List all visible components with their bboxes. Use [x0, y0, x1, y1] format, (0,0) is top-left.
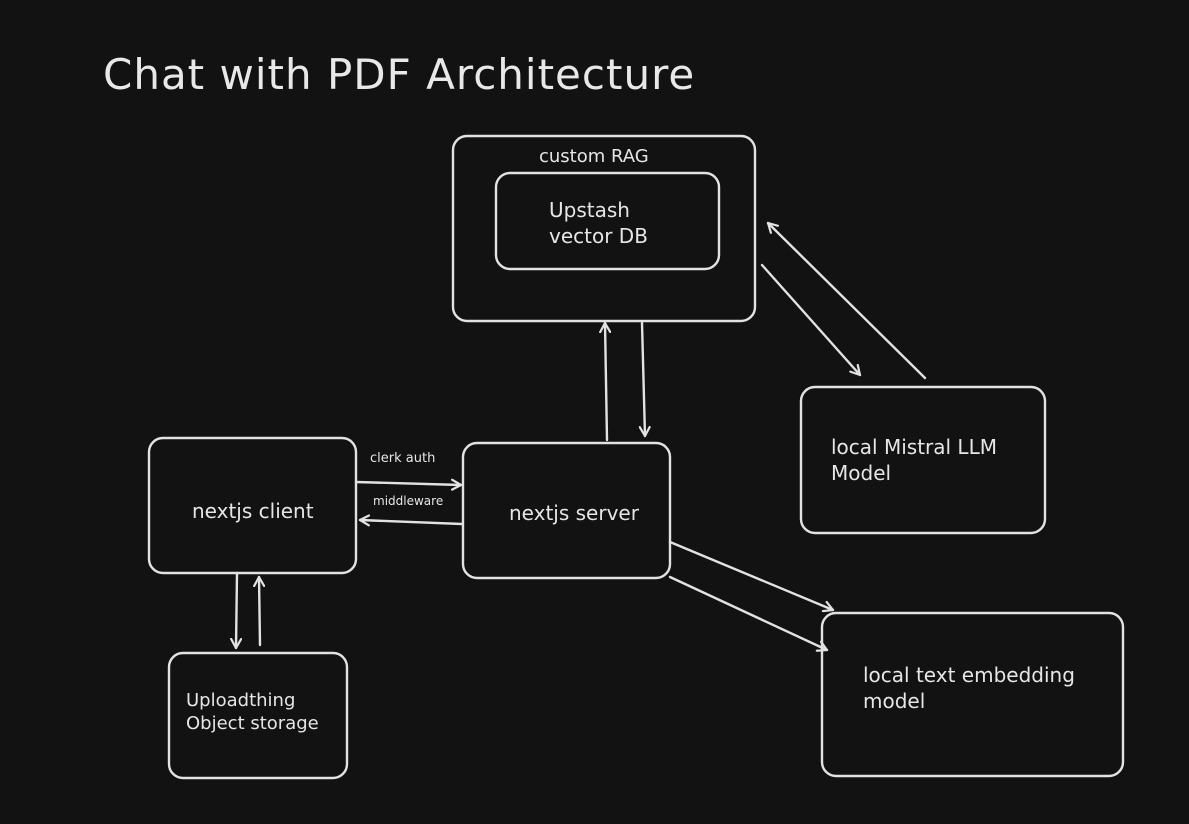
upstash-label: Upstash vector DB [549, 197, 648, 249]
mistral-label: local Mistral LLM Model [831, 434, 997, 486]
arrow-client-to-uploadthing [236, 571, 237, 650]
embedding-label: local text embedding model [863, 662, 1075, 714]
edge-label-clerk-auth: clerk auth [370, 451, 436, 466]
arrow-mistral-to-rag [766, 221, 927, 380]
uploadthing-box [167, 651, 349, 780]
mistral-label-line1: local Mistral LLM [831, 435, 997, 459]
mistral-label-line2: Model [831, 461, 892, 485]
diagram-title: Chat with PDF Architecture [103, 50, 696, 99]
arrow-client-to-server [354, 482, 463, 485]
server-label: nextjs server [509, 501, 639, 525]
uploadthing-label-line1: Uploadthing [186, 690, 296, 711]
client-label: nextjs client [192, 499, 314, 523]
arrow-uploadthing-to-client [259, 575, 260, 647]
embedding-box [820, 611, 1125, 778]
custom-rag-label: custom RAG [539, 146, 649, 167]
edge-label-middleware: middleware [373, 494, 444, 508]
server-box [461, 441, 672, 580]
arrow-server-to-embedding-1 [668, 540, 835, 610]
mistral-box [799, 385, 1047, 535]
embedding-label-line1: local text embedding [863, 663, 1075, 687]
custom-rag-box [451, 134, 757, 323]
uploadthing-label: Uploadthing Object storage [186, 689, 319, 736]
arrow-rag-to-server [642, 321, 645, 438]
uploadthing-label-line2: Object storage [186, 713, 319, 735]
embedding-label-line2: model [863, 689, 926, 713]
arrow-server-to-client [358, 520, 464, 524]
arrow-server-to-embedding-2 [668, 575, 829, 650]
upstash-label-line1: Upstash [549, 198, 630, 222]
upstash-box [494, 171, 721, 271]
upstash-label-line2: vector DB [549, 224, 648, 248]
arrow-server-to-rag [605, 321, 607, 442]
client-box [147, 436, 358, 575]
arrow-rag-to-mistral [760, 263, 862, 377]
